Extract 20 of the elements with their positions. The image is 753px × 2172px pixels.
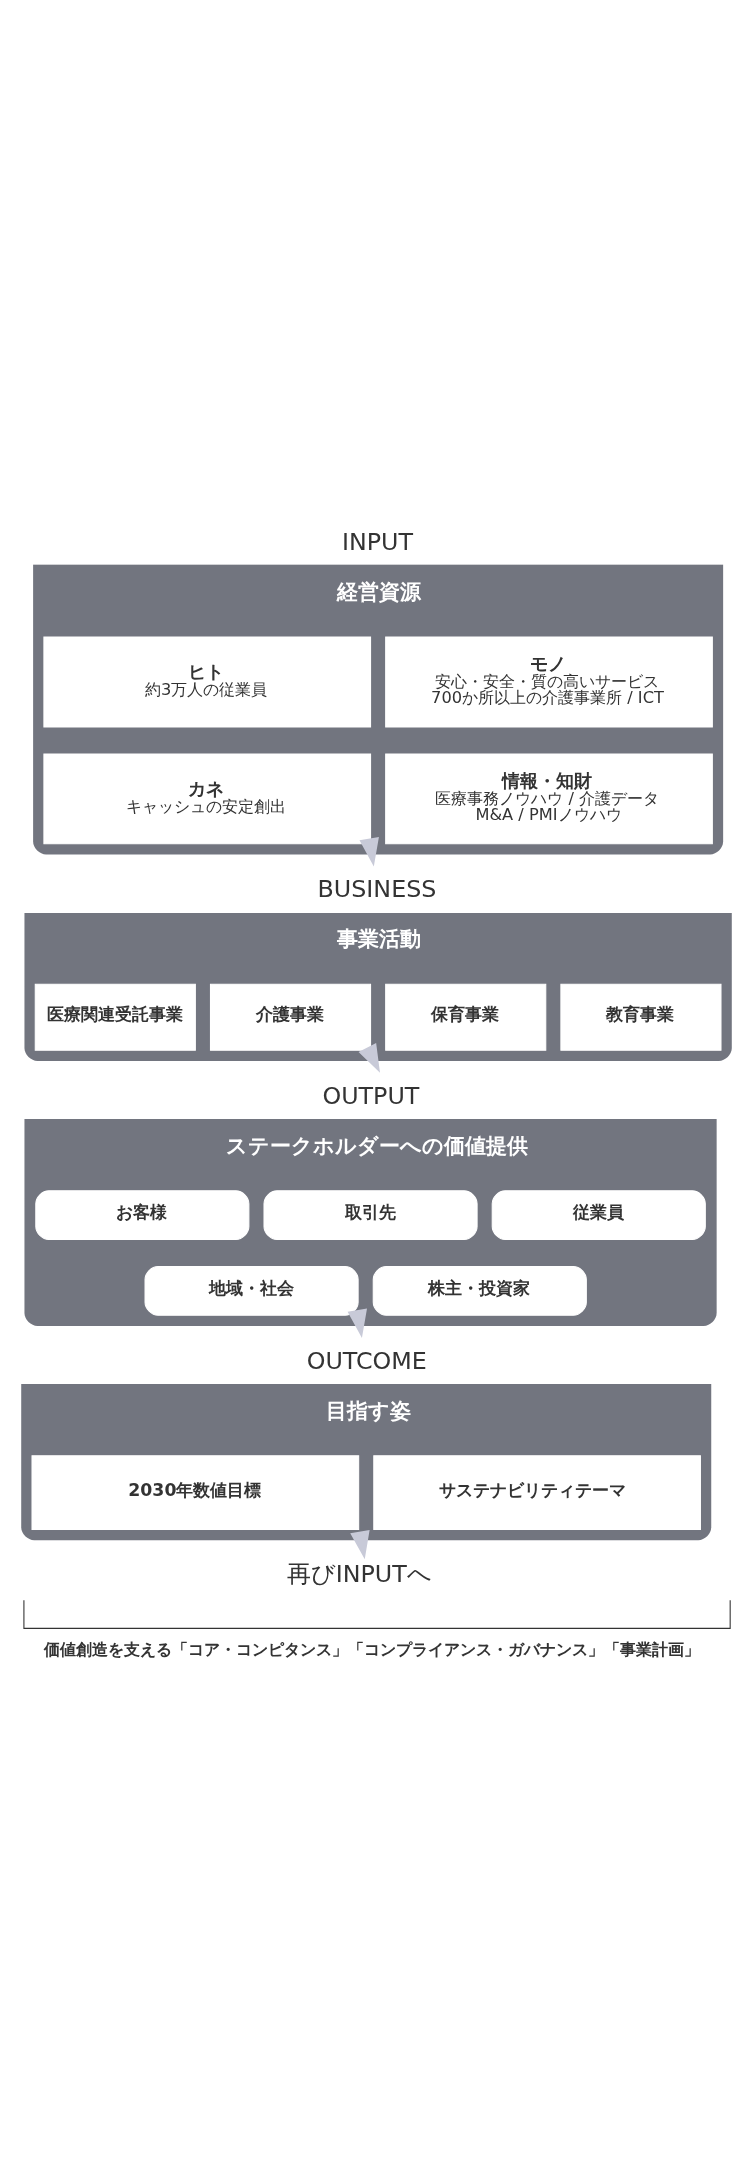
node-box: ヒト 約3万人の従業員	[43, 636, 372, 727]
node-box: お客様	[35, 1189, 250, 1240]
arrow	[347, 1308, 368, 1338]
node-box: 医療関連受託事業	[34, 983, 196, 1051]
node-box: 株主・投資家	[372, 1265, 587, 1316]
caption: 価値創造を支える「コア・コンピタンス」「コンプライアンス・ガバナンス」「事業計画」	[43, 1639, 700, 1659]
node-box: 保育事業	[385, 983, 547, 1051]
arrow	[350, 1529, 370, 1559]
node-text: 再びINPUTへ	[286, 1559, 432, 1588]
node-box: 取引先	[263, 1189, 478, 1240]
node-box: 介護事業	[209, 983, 372, 1051]
node-box: サステナビリティテーマ	[373, 1454, 701, 1530]
node-box: 従業員	[491, 1189, 706, 1240]
arrow	[359, 836, 379, 866]
node-box: 情報・知財 医療事務ノウハウ / 介護データ M&A / PMIノウハウ	[385, 752, 713, 844]
node-box: モノ 安心・安全・質の高いサービス 700か所以上の介護事業所 / ICT	[385, 636, 713, 727]
node-box: 2030年数値目標	[31, 1454, 360, 1530]
node-box: 地域・社会	[144, 1265, 359, 1316]
node-box: カネ キャッシュの安定創出	[43, 752, 372, 844]
node-box: 教育事業	[560, 983, 722, 1051]
